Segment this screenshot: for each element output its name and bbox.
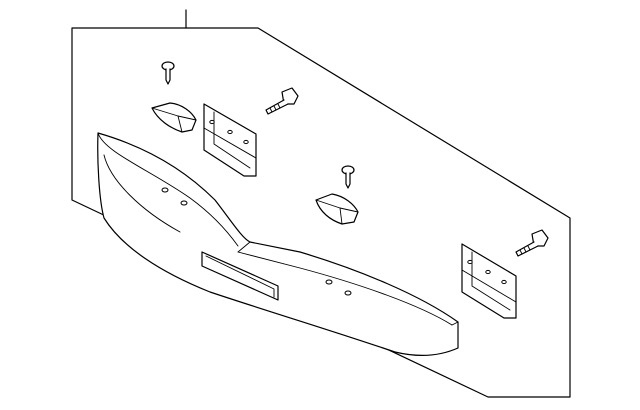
mount-hole: [344, 290, 352, 296]
bolt: [265, 87, 299, 115]
assembly-boundary-frame: [71, 27, 571, 398]
mounting-bracket: [461, 243, 517, 319]
mount-hole: [325, 279, 333, 285]
bumper-pad: [315, 193, 359, 225]
mount-hole: [161, 187, 169, 193]
handle-recess: [201, 251, 279, 301]
push-pin-clip: [341, 165, 355, 189]
mounting-bracket: [203, 103, 257, 177]
bolt: [515, 229, 549, 257]
tailgate-trim-panel: [97, 132, 459, 357]
mount-hole: [180, 200, 188, 206]
bumper-pad: [151, 102, 197, 133]
push-pin-clip: [161, 61, 175, 85]
